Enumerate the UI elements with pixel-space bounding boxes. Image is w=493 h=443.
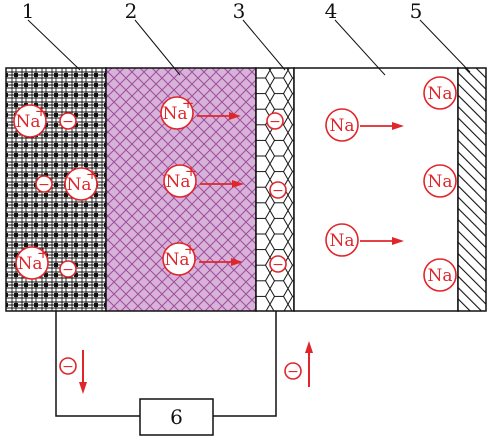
electron-sign: −	[272, 257, 284, 273]
callout-5: 5	[410, 0, 423, 23]
sodium-ion-label: Na	[15, 112, 40, 132]
electron-sign: −	[62, 359, 74, 375]
external-circuit	[55, 311, 277, 417]
sodium-ion-label: Na	[17, 254, 42, 274]
sodium-ion-charge: +	[182, 94, 195, 112]
sodium-ion-circle	[325, 223, 359, 257]
sodium-ion-label: Na	[66, 175, 91, 195]
callout-1: 1	[22, 0, 35, 23]
ion-flow-arrow-head	[232, 180, 244, 188]
sodium-ion-label: Na	[329, 231, 354, 251]
sodium-ion-circle	[423, 76, 457, 110]
load-box	[139, 398, 214, 436]
sodium-ion-label: Na	[427, 84, 452, 104]
electron-circle	[284, 362, 302, 380]
sodium-ion-circle	[162, 242, 196, 276]
electron-circle	[269, 181, 287, 199]
sodium-ion-label: Na	[162, 104, 187, 124]
sodium-ion-circle	[15, 246, 49, 280]
electron-sign: −	[287, 364, 299, 380]
sodium-ion-charge: +	[37, 244, 50, 262]
ion-flow-arrow-head	[392, 122, 404, 130]
sodium-ion-circle	[423, 164, 457, 198]
sodium-ion-charge: +	[185, 162, 198, 180]
sodium-ion-label: Na	[329, 116, 354, 136]
callout-2: 2	[125, 0, 138, 23]
sodium-ion-circle	[325, 108, 359, 142]
load-label: 6	[170, 405, 183, 429]
sodium-ion-circle	[160, 96, 194, 130]
ion-flow-arrow-head	[231, 258, 243, 266]
sodium-ion-circle	[423, 258, 457, 292]
electron-flow-arrow-head	[305, 341, 313, 353]
sodium-ion-charge: +	[35, 102, 48, 120]
callout-leaders	[27, 19, 471, 76]
sodium-ion-circle	[64, 167, 98, 201]
electron-sign: −	[62, 262, 74, 278]
ion-flow-arrow-head	[392, 237, 404, 245]
sodium-ion-label: Na	[165, 172, 190, 192]
electron-circle	[266, 112, 284, 130]
sodium-ion-charge: +	[184, 240, 197, 258]
sodium-ion-label: Na	[427, 266, 452, 286]
callout-4: 4	[325, 0, 338, 23]
electron-sign: −	[269, 114, 281, 130]
electron-circle	[59, 112, 77, 130]
electron-circle	[269, 255, 287, 273]
sodium-ion-circle	[13, 104, 47, 138]
electron-sign: −	[38, 177, 50, 193]
current-collector	[457, 67, 487, 312]
electron-flow-arrow-head	[79, 382, 87, 394]
sodium-ion-label: Na	[427, 172, 452, 192]
electron-circle	[59, 357, 77, 375]
sodium-ion-charge: +	[86, 165, 99, 183]
ion-flow-arrow-head	[229, 112, 241, 120]
callout-3: 3	[233, 0, 246, 23]
sodium-ion-circle	[163, 164, 197, 198]
electron-sign: −	[62, 114, 74, 130]
electron-sign: −	[272, 183, 284, 199]
electron-circle	[35, 175, 53, 193]
electron-circle	[59, 260, 77, 278]
sodium-ion-label: Na	[164, 250, 189, 270]
